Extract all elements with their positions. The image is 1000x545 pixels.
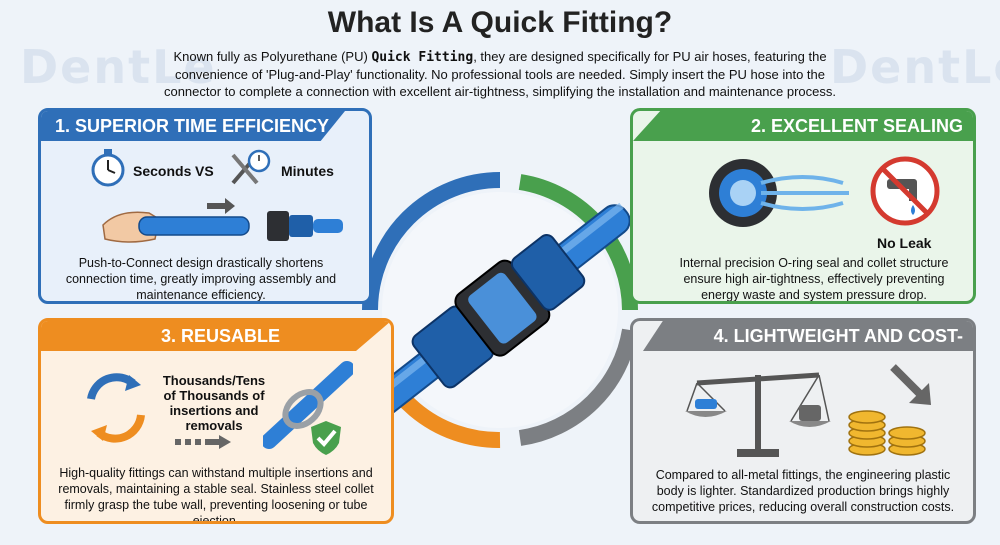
no-leak-faucet-icon xyxy=(870,156,940,226)
panel-sealing-performance: 2. EXCELLENT SEALING PERFORMANCE No Leak… xyxy=(630,108,976,304)
intro-keyword: Quick Fitting xyxy=(371,50,474,65)
no-leak-label: No Leak xyxy=(877,235,932,251)
balance-scale-icon xyxy=(685,372,831,457)
panel-description: Compared to all-metal fittings, the engi… xyxy=(651,468,955,514)
recycle-arrows-icon xyxy=(87,373,145,443)
air-flow-icon xyxy=(709,159,849,227)
intro-part2: , they are designed specifically for PU … xyxy=(163,49,837,99)
stopwatch-icon xyxy=(91,149,125,187)
panel-description: High-quality fittings can withstand mult… xyxy=(58,466,374,524)
collet-icon xyxy=(263,361,353,449)
panel-description: Internal precision O-ring seal and colle… xyxy=(679,256,949,302)
panel-heading: 4. LIGHTWEIGHT AND COST-EFFECTIVE xyxy=(643,321,973,351)
tools-clock-icon xyxy=(231,149,271,185)
panel-description: Push-to-Connect design drastically short… xyxy=(65,256,337,302)
panel-heading: 1. SUPERIOR TIME EFFICIENCY xyxy=(41,111,345,141)
coins-icon xyxy=(848,410,926,456)
watermark: DentLe xyxy=(830,40,1000,94)
seconds-label: Seconds xyxy=(133,163,192,179)
panel-time-efficiency: 1. SUPERIOR TIME EFFICIENCY Seconds VS M… xyxy=(38,108,372,304)
hand-push-icon xyxy=(102,198,343,243)
shield-check-icon xyxy=(311,421,341,455)
panel-reusable: 3. REUSABLE Thousands/Tens of Thousands … xyxy=(38,318,394,524)
panel-lightweight-cost: 4. LIGHTWEIGHT AND COST-EFFECTIVE Compar… xyxy=(630,318,976,524)
vs-label: VS xyxy=(195,163,214,179)
page-title: What Is A Quick Fitting? xyxy=(327,6,673,39)
panel-heading: 3. REUSABLE xyxy=(41,321,391,351)
minutes-label: Minutes xyxy=(281,163,334,179)
arrow-row-icon xyxy=(175,435,231,449)
down-arrow-icon xyxy=(890,364,931,405)
insertions-label: Thousands/Tens of Thousands of insertion… xyxy=(162,373,266,433)
intro-text: Known fully as Polyurethane (PU) Quick F… xyxy=(160,48,840,100)
central-fitting-illustration xyxy=(350,160,650,460)
panel-heading: 2. EXCELLENT SEALING PERFORMANCE xyxy=(633,111,973,141)
intro-part1: Known fully as Polyurethane (PU) xyxy=(173,49,372,64)
